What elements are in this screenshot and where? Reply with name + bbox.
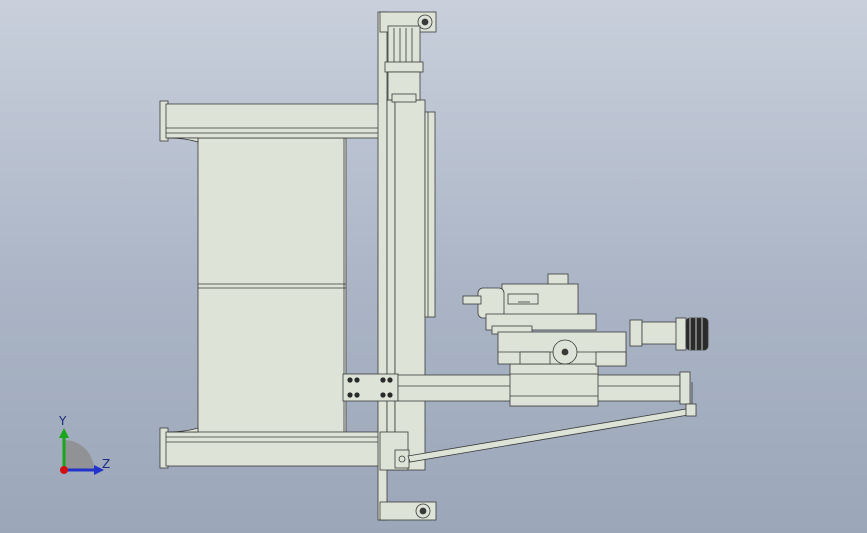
upper-carriage (462, 273, 709, 367)
diagonal-brace (398, 382, 697, 463)
vertical-rail (377, 11, 436, 521)
horizontal-cylinder (342, 363, 691, 407)
bottom-support-arm (159, 427, 381, 469)
bottom-end-bracket (379, 431, 437, 521)
top-end-bracket (379, 11, 437, 103)
main-frame-block (197, 137, 347, 437)
z-axis-label: Z (102, 457, 111, 471)
top-support-arm (159, 100, 381, 143)
coordinate-triad (59, 428, 104, 475)
y-axis-label: Y (59, 414, 67, 428)
